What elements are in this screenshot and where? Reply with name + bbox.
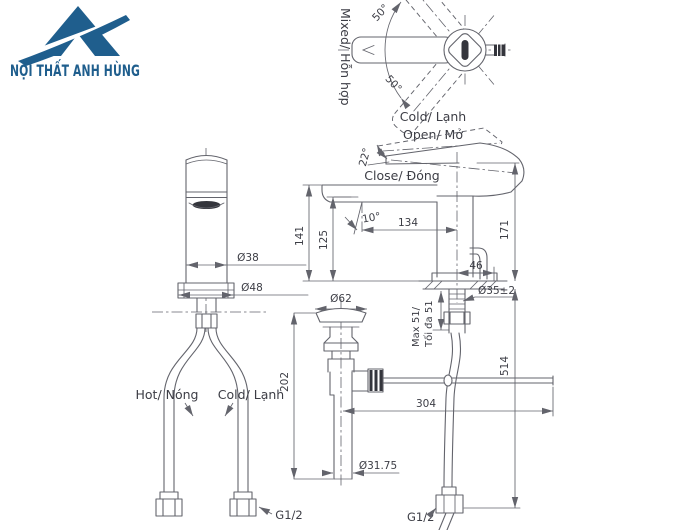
- stream-angle-arrow: [344, 216, 358, 231]
- handle-swing-upper-outline: [392, 0, 465, 47]
- lever-closed-centerline: [390, 159, 517, 174]
- front-studs: [196, 297, 217, 313]
- hot-hose-nut: [155, 498, 183, 517]
- deck-hatching: [424, 280, 497, 290]
- close-label: Close/ Đóng: [364, 168, 439, 183]
- dim-base: Ø48: [241, 282, 263, 294]
- side-view: Open/ Mở 22° Close/ Đóng 10° 134: [294, 127, 554, 530]
- front-shank-nut: [195, 313, 218, 329]
- thread-label-front: G1/2: [275, 508, 302, 522]
- lock-nut: [443, 311, 471, 325]
- dim-cap: Ø62: [330, 293, 352, 305]
- lever-closed-outline: [385, 142, 525, 197]
- dim-body: Ø38: [237, 252, 259, 264]
- front-body: [185, 154, 228, 284]
- swing-arc: [384, 1, 411, 110]
- hot-hose: [163, 327, 198, 493]
- max-thickness-line1: Max 51/: [411, 306, 422, 347]
- drain-stem: [329, 326, 353, 338]
- swing-angle-upper: 50°: [370, 2, 391, 24]
- max-thickness-line2: Tối đa 51: [423, 300, 435, 348]
- lift-rod-hook: [469, 247, 488, 280]
- swing-angle-lower: 50°: [383, 73, 404, 95]
- rod-hose-crossing: [443, 374, 453, 387]
- cold-leader: [224, 402, 234, 417]
- lever-angle: 22°: [357, 147, 373, 168]
- hose-collar: [441, 486, 457, 496]
- dim-offset: 46: [469, 260, 483, 272]
- front-body-band: [185, 191, 228, 199]
- handle-plan-outline: [351, 36, 455, 64]
- brand-logo: NỘI THẤT ANH HÙNG: [10, 6, 140, 80]
- dim-total-height: 171: [499, 220, 511, 240]
- hot-label: Hot/ Nóng: [136, 387, 199, 402]
- drain-flare: [323, 336, 359, 352]
- plan-view: 50° 50° Mixed/ Hỗn hợp Cold/ Lạnh: [338, 0, 512, 135]
- thread-leader-front: [258, 506, 273, 516]
- dim-tail: Ø31.75: [359, 460, 397, 472]
- cold-hose: [215, 327, 249, 493]
- cold-hose-nut: [229, 498, 257, 517]
- dim-hose-drop: 514: [499, 356, 511, 376]
- hot-hose-collar: [159, 491, 179, 500]
- drain-cap: [315, 307, 367, 323]
- hole-leader: [462, 294, 476, 302]
- front-view: Ø38 Ø48 Hot/ Nóng Cold/ Lạnh G1/2: [136, 148, 309, 522]
- thread-leader-side: [426, 507, 437, 519]
- open-label: Open/ Mở: [403, 127, 463, 142]
- dim-hole: Ø35±2: [478, 285, 515, 297]
- mixed-label: Mixed/ Hỗn hợp: [338, 8, 353, 106]
- dim-height: 202: [279, 372, 291, 392]
- brand-name: NỘI THẤT ANH HÙNG: [10, 59, 140, 80]
- hose-tail: [438, 512, 455, 530]
- drain-neck: [327, 350, 355, 360]
- base-flange: [431, 272, 498, 282]
- plan-cold-label: Cold/ Lạnh: [400, 109, 466, 124]
- front-flange: [177, 282, 235, 299]
- dim-reach: 134: [398, 217, 418, 229]
- drain-port: [351, 370, 369, 392]
- centerline-tick-arrow: [361, 45, 375, 55]
- dim-outlet-height: 125: [318, 230, 330, 250]
- hose-nut: [435, 494, 464, 514]
- stream-angle: 10°: [361, 211, 381, 226]
- spout-tip: [321, 184, 334, 203]
- handle-swing-lower-outline: [392, 53, 465, 135]
- drain-view: Ø62 202 Ø31.75: [279, 293, 400, 486]
- popup-rod: [382, 375, 554, 386]
- hot-leader: [184, 402, 194, 417]
- cold-hose-collar: [233, 491, 253, 500]
- front-cold-label: Cold/ Lạnh: [218, 387, 284, 402]
- drain-body: [327, 358, 355, 396]
- lever-angle-arc: [376, 144, 388, 160]
- dim-spout-height: 141: [294, 226, 306, 246]
- spout-stub-ribs: [494, 44, 505, 56]
- supply-hose: [443, 332, 454, 488]
- drain-tailpipe: [329, 394, 353, 480]
- handle-pivot-pellet: [461, 40, 469, 60]
- dim-rod-reach: 304: [416, 398, 436, 410]
- logo-notch: [61, 34, 95, 56]
- thread-label-side: G1/2: [407, 510, 434, 524]
